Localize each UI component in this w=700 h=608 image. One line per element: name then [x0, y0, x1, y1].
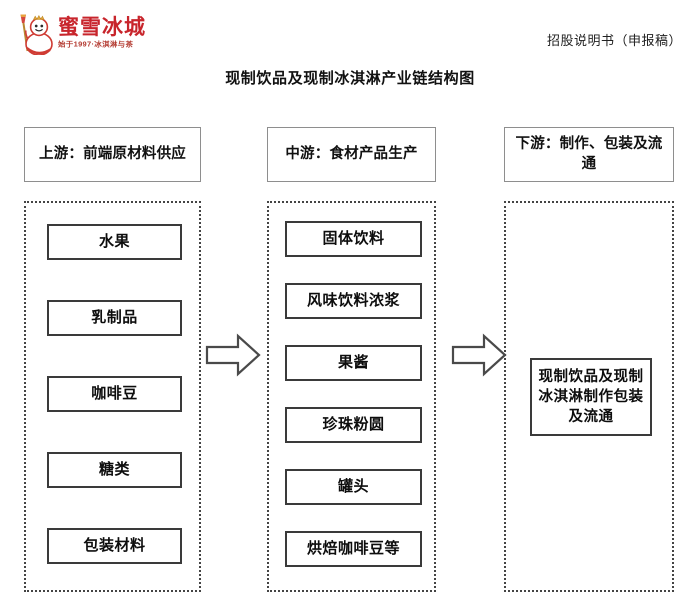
column-header-upstream: 上游：前端原材料供应: [24, 127, 201, 182]
node-midstream-roasted-coffee-beans: 烘焙咖啡豆等: [285, 531, 422, 567]
node-upstream-packaging-materials: 包装材料: [47, 528, 182, 564]
node-midstream-jam: 果酱: [285, 345, 422, 381]
document-type-label: 招股说明书（申报稿）: [546, 34, 682, 49]
column-header-downstream: 下游：制作、包装及流通: [504, 127, 674, 182]
brand-tagline: 始于1997·冰淇淋与茶: [58, 40, 134, 49]
node-midstream-solid-beverage: 固体饮料: [285, 221, 422, 257]
column-body-downstream: 现制饮品及现制冰淇淋制作包装及流通: [504, 201, 674, 592]
column-body-midstream: 固体饮料 风味饮料浓浆 果酱 珍珠粉圆 罐头 烘焙咖啡豆等: [267, 201, 436, 592]
node-upstream-sugars: 糖类: [47, 452, 182, 488]
node-downstream-make-package-distribute: 现制饮品及现制冰淇淋制作包装及流通: [530, 358, 652, 436]
column-body-upstream: 水果 乳制品 咖啡豆 糖类 包装材料: [24, 201, 201, 592]
brand-logo: 蜜雪冰城 始于1997·冰淇淋与茶: [14, 10, 164, 56]
arrow-upstream-to-midstream-icon: [205, 331, 261, 379]
node-upstream-fruit: 水果: [47, 224, 182, 260]
node-upstream-dairy: 乳制品: [47, 300, 182, 336]
snowman-mascot-icon: [14, 11, 56, 55]
node-upstream-coffee-beans: 咖啡豆: [47, 376, 182, 412]
arrow-midstream-to-downstream-icon: [451, 331, 507, 379]
column-header-midstream: 中游：食材产品生产: [267, 127, 436, 182]
brand-name: 蜜雪冰城: [58, 15, 146, 40]
node-midstream-flavored-concentrate: 风味饮料浓浆: [285, 283, 422, 319]
figure-title: 现制饮品及现制冰淇淋产业链结构图: [225, 69, 475, 87]
node-midstream-canned-goods: 罐头: [285, 469, 422, 505]
page-header: 蜜雪冰城 始于1997·冰淇淋与茶 招股说明书（申报稿）: [0, 0, 700, 58]
node-midstream-tapioca-pearls: 珍珠粉圆: [285, 407, 422, 443]
